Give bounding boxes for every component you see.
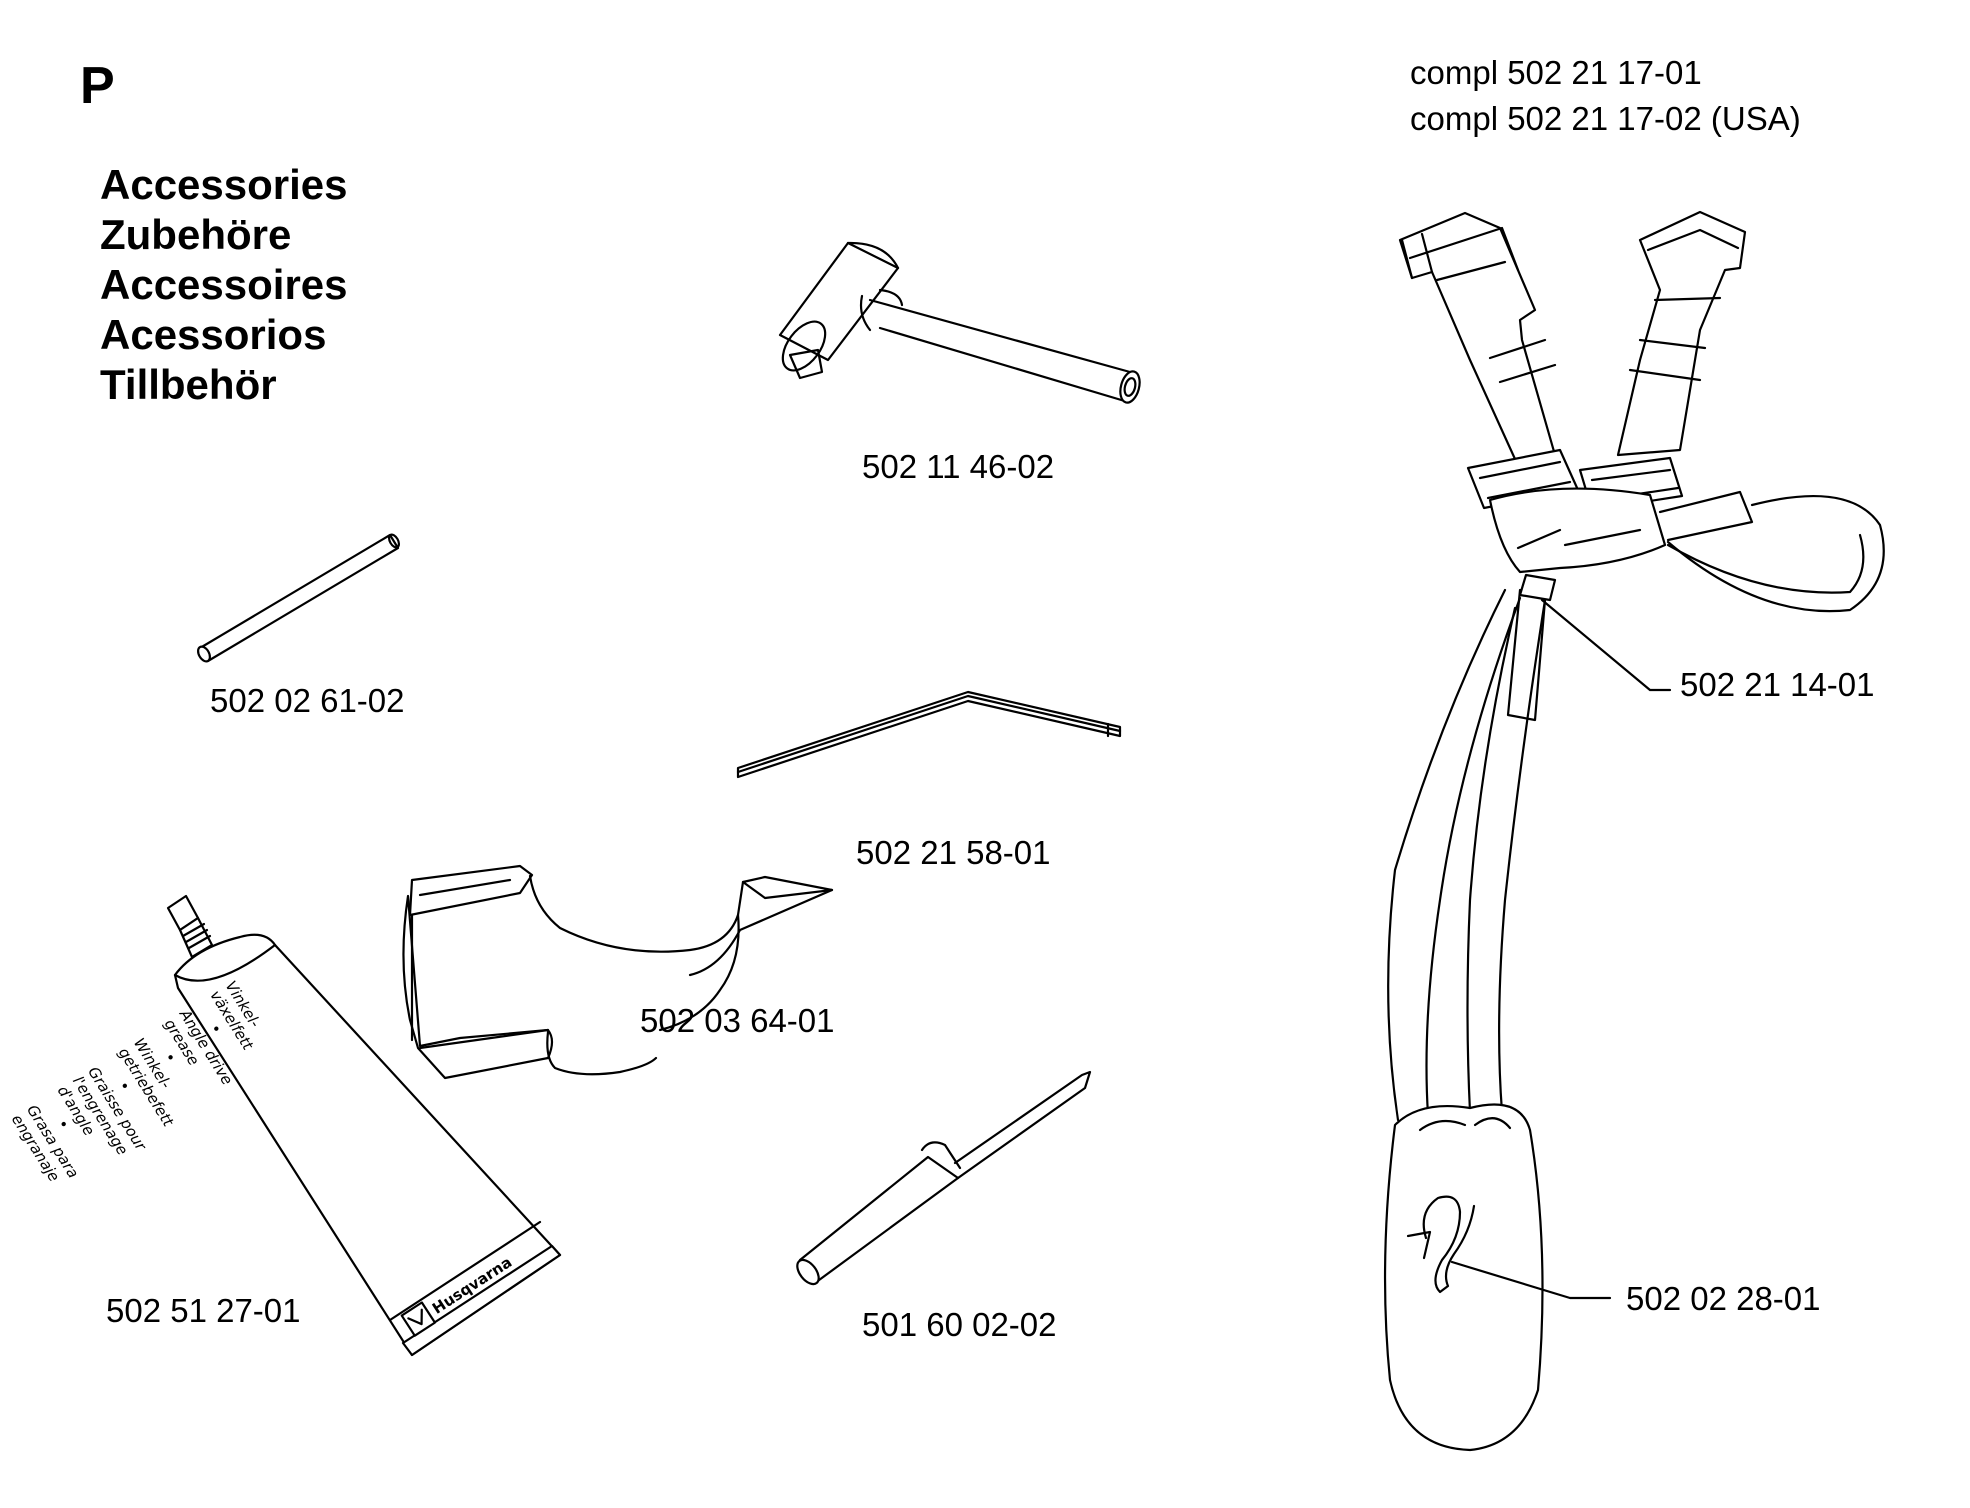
harness-complete-number: compl 502 21 17-01 — [1410, 54, 1702, 91]
title-english: Accessories — [100, 161, 348, 208]
harness-complete-number-usa: compl 502 21 17-02 (USA) — [1410, 100, 1801, 137]
blade-guard-drawing — [403, 866, 832, 1078]
part-number-harness-hook-pad: 502 02 28-01 — [1626, 1280, 1821, 1317]
title-german: Zubehöre — [100, 211, 292, 258]
part-number-file-tool: 501 60 02-02 — [862, 1306, 1057, 1343]
section-letter: P — [80, 57, 115, 115]
spark-plug-wrench-drawing — [774, 243, 1142, 405]
file-tool-drawing — [793, 1072, 1090, 1288]
harness-hook-icon — [1408, 1197, 1474, 1292]
title-spanish: Acessorios — [100, 311, 327, 358]
part-number-hex-key: 502 21 58-01 — [856, 834, 1051, 871]
part-number-blade-guard: 502 03 64-01 — [640, 1002, 835, 1039]
part-number-harness-buckle: 502 21 14-01 — [1680, 666, 1875, 703]
part-number-rod: 502 02 61-02 — [210, 682, 405, 719]
leader-line-hook — [1452, 1262, 1610, 1298]
title-french: Accessoires — [100, 261, 348, 308]
accessories-title-block: Accessories Zubehöre Accessoires Acessor… — [100, 160, 348, 410]
harness-drawing — [1385, 212, 1884, 1450]
harness-complete-numbers: compl 502 21 17-01 compl 502 21 17-02 (U… — [1410, 50, 1801, 142]
part-number-grease-tube: 502 51 27-01 — [106, 1292, 301, 1329]
part-number-spark-plug-wrench: 502 11 46-02 — [862, 448, 1055, 485]
grease-tube-drawing: Vinkel- växelfett • Angle drive grease •… — [8, 896, 560, 1355]
hex-key-drawing — [738, 692, 1120, 777]
leader-line-buckle — [1542, 600, 1670, 690]
title-swedish: Tillbehör — [100, 361, 277, 408]
rod-drawing — [196, 533, 401, 663]
